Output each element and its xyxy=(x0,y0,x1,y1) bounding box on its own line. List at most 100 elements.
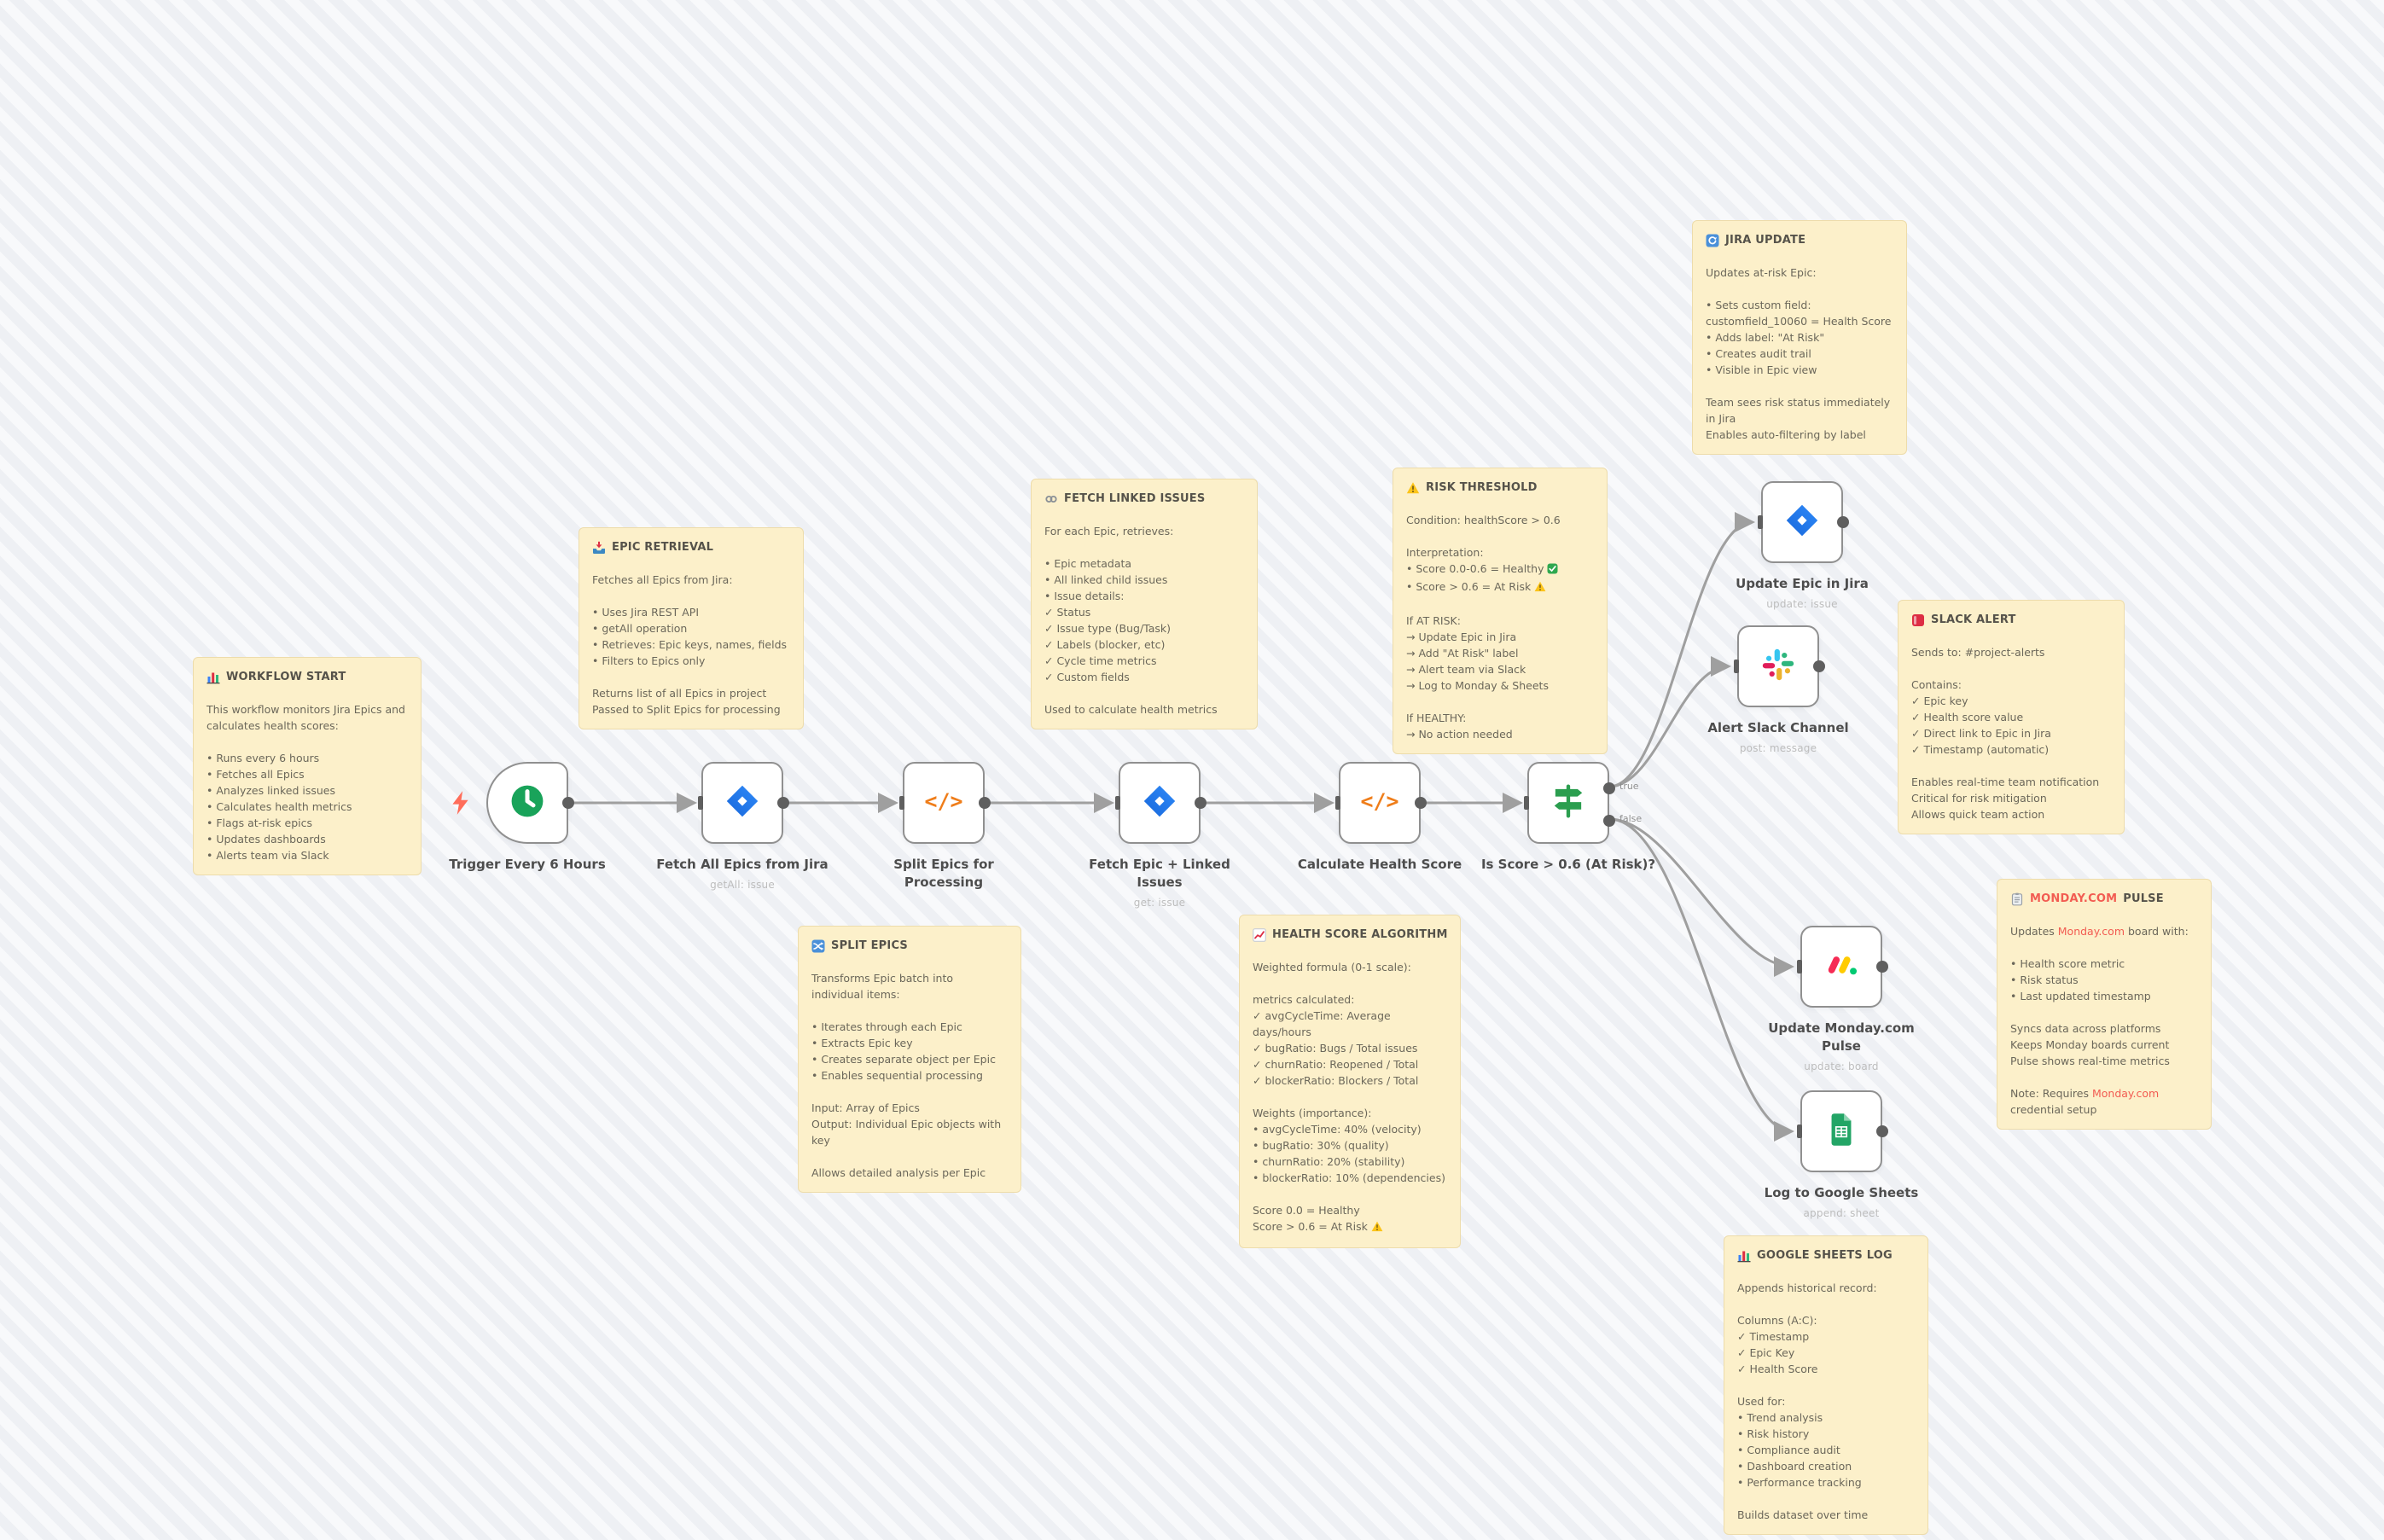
note-line: • Score 0.0-0.6 = Healthy xyxy=(1406,561,1594,578)
input-port[interactable] xyxy=(1797,1124,1802,1138)
output-port[interactable] xyxy=(1876,961,1888,973)
note-line: Team sees risk status immediately in Jir… xyxy=(1706,396,1891,425)
node-subtitle: post: message xyxy=(1739,742,1817,754)
output-label-true: true xyxy=(1619,781,1639,792)
note-title-text: SPLIT EPICS xyxy=(831,939,908,952)
note-title-text: WORKFLOW START xyxy=(226,671,346,683)
input-port[interactable] xyxy=(1524,796,1529,810)
output-port-false[interactable] xyxy=(1603,815,1615,827)
output-port[interactable] xyxy=(1195,797,1207,809)
output-port[interactable] xyxy=(1415,797,1427,809)
note-title-text: EPIC RETRIEVAL xyxy=(612,541,714,554)
note-line: • Risk status xyxy=(2010,973,2079,986)
note-line: • bugRatio: 30% (quality) xyxy=(1253,1139,1389,1152)
note-line: If AT RISK: xyxy=(1406,614,1461,627)
node-subtitle: update: issue xyxy=(1766,598,1838,610)
output-port[interactable] xyxy=(777,797,789,809)
node-label: Split Epics for Processing xyxy=(869,856,1019,892)
note-title: SPLIT EPICS xyxy=(811,938,1008,954)
note-line: • avgCycleTime: 40% (velocity) xyxy=(1253,1123,1422,1136)
note-line: • Dashboard creation xyxy=(1737,1460,1852,1473)
note-line: metrics calculated: xyxy=(1253,993,1355,1006)
note-line: Pulse shows real-time metrics xyxy=(2010,1055,2170,1067)
note-line-text: Note: Requires xyxy=(2010,1087,2092,1100)
node-update-monday-pulse[interactable] xyxy=(1797,926,1888,1008)
note-line: If HEALTHY: xyxy=(1406,712,1467,724)
note-line: Input: Array of Epics xyxy=(811,1101,920,1114)
note-line-text: • Score > 0.6 = At Risk xyxy=(1406,580,1532,593)
google-sheets-icon xyxy=(1820,1108,1863,1154)
node-update-epic-in-jira[interactable] xyxy=(1758,481,1849,563)
input-port[interactable] xyxy=(1115,796,1120,810)
note-line-text: Score > 0.6 = At Risk xyxy=(1253,1220,1368,1233)
note-line: Interpretation: xyxy=(1406,546,1484,559)
note-line: Fetches all Epics from Jira: xyxy=(592,573,733,586)
note-line: Note: Requires Monday.com xyxy=(2010,1085,2198,1101)
node-calculate-health-score[interactable]: </> xyxy=(1335,762,1427,844)
sticky-note-fetch-linked-issues[interactable]: FETCH LINKED ISSUES For each Epic, retri… xyxy=(1031,479,1258,729)
sticky-note-monday-pulse[interactable]: MONDAY.COM PULSE Updates Monday.com boar… xyxy=(1997,879,2212,1130)
note-title-highlight: MONDAY.COM xyxy=(2030,892,2118,905)
node-fetch-all-epics-from-jira[interactable] xyxy=(698,762,789,844)
connection-edge-false-monday[interactable] xyxy=(1608,817,1794,977)
monday-link[interactable]: Monday.com xyxy=(2091,1087,2160,1100)
output-port[interactable] xyxy=(1837,516,1849,528)
sticky-note-jira-update[interactable]: JIRA UPDATE Updates at-risk Epic:• Sets … xyxy=(1692,220,1907,455)
output-port[interactable] xyxy=(1813,660,1825,672)
note-line: Builds dataset over time xyxy=(1737,1508,1869,1521)
note-line: ✓ Issue type (Bug/Task) xyxy=(1044,622,1172,635)
input-port[interactable] xyxy=(698,796,703,810)
connection-edge-true-jira[interactable] xyxy=(1608,512,1755,788)
note-line: Condition: healthScore > 0.6 xyxy=(1406,514,1561,526)
node-split-epics-for-processing[interactable]: </> xyxy=(899,762,991,844)
note-line: • Analyzes linked issues xyxy=(206,784,335,797)
input-port[interactable] xyxy=(1797,960,1802,973)
node-alert-slack-channel[interactable] xyxy=(1734,625,1825,707)
note-body: Updates at-risk Epic:• Sets custom field… xyxy=(1706,264,1893,443)
output-port[interactable] xyxy=(1876,1125,1888,1137)
node-subtitle: append: sheet xyxy=(1803,1207,1880,1219)
input-port[interactable] xyxy=(1335,796,1340,810)
node-fetch-epic-linked-issues[interactable] xyxy=(1115,762,1207,844)
note-line: • Trend analysis xyxy=(1737,1411,1823,1424)
note-title-text: RISK THRESHOLD xyxy=(1426,481,1538,494)
shuffle-icon xyxy=(811,939,825,953)
output-port[interactable] xyxy=(979,797,991,809)
output-port-true[interactable] xyxy=(1603,782,1615,794)
note-line: • Extracts Epic key xyxy=(811,1037,913,1049)
input-port[interactable] xyxy=(899,796,904,810)
sticky-note-health-score-algorithm[interactable]: HEALTH SCORE ALGORITHM Weighted formula … xyxy=(1239,915,1461,1248)
sticky-note-workflow-start[interactable]: WORKFLOW START This workflow monitors Ji… xyxy=(193,657,422,875)
note-line-text: • Score 0.0-0.6 = Healthy xyxy=(1406,562,1544,575)
sticky-note-split-epics[interactable]: SPLIT EPICS Transforms Epic batch into i… xyxy=(798,926,1021,1193)
node-log-to-google-sheets[interactable] xyxy=(1797,1090,1888,1172)
note-line: Weights (importance): xyxy=(1253,1107,1372,1119)
warning-badge-icon xyxy=(1371,1220,1383,1236)
sticky-note-risk-threshold[interactable]: RISK THRESHOLD Condition: healthScore > … xyxy=(1393,468,1608,754)
connection-edge-true-slack[interactable] xyxy=(1608,656,1731,788)
node-trigger-every-6-hours[interactable] xyxy=(486,762,574,844)
note-line: ✓ Health Score xyxy=(1737,1363,1818,1375)
input-port[interactable] xyxy=(1758,515,1763,529)
note-line: ✓ Labels (blocker, etc) xyxy=(1044,638,1166,651)
note-line: Transforms Epic batch into individual it… xyxy=(811,972,954,1001)
note-line: • Performance tracking xyxy=(1737,1476,1862,1489)
input-port[interactable] xyxy=(1734,660,1739,673)
connection-edge-false-sheets[interactable] xyxy=(1608,817,1794,1142)
note-title-text: JIRA UPDATE xyxy=(1725,234,1806,247)
note-body-list: • Health score metric• Risk status• Last… xyxy=(2010,956,2198,1069)
output-port[interactable] xyxy=(562,797,574,809)
node-is-score-at-risk[interactable] xyxy=(1524,762,1615,844)
sticky-note-epic-retrieval[interactable]: EPIC RETRIEVAL Fetches all Epics from Ji… xyxy=(579,527,804,729)
note-line: • Retrieves: Epic keys, names, fields xyxy=(592,638,788,651)
note-line: ✓ Direct link to Epic in Jira xyxy=(1911,727,2051,740)
note-line: • All linked child issues xyxy=(1044,573,1168,586)
monday-link[interactable]: Monday.com xyxy=(2057,925,2125,938)
alert-icon xyxy=(1911,613,1925,627)
note-line: ✓ avgCycleTime: Average days/hours xyxy=(1253,1009,1391,1038)
sticky-note-google-sheets-log[interactable]: GOOGLE SHEETS LOG Appends historical rec… xyxy=(1724,1235,1928,1535)
